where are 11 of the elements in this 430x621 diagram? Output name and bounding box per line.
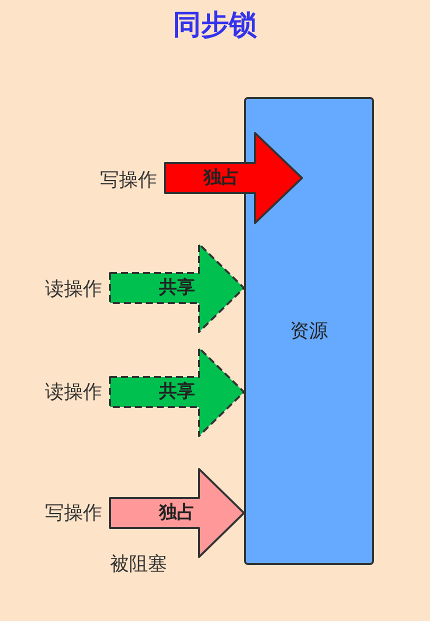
title: 同步锁 <box>173 8 257 41</box>
status-label: 被阻塞 <box>110 552 167 577</box>
edge-label: 共享 <box>159 277 195 298</box>
operation-label: 写操作 <box>82 166 165 194</box>
operation-label: 写操作 <box>22 499 110 527</box>
operation-label: 读操作 <box>22 378 110 406</box>
resource-box: 资源 <box>244 97 374 565</box>
edge-label: 独占 <box>204 167 240 188</box>
operation-label: 读操作 <box>22 275 110 303</box>
edge-label: 共享 <box>159 381 195 402</box>
edge-label: 独占 <box>159 502 195 523</box>
